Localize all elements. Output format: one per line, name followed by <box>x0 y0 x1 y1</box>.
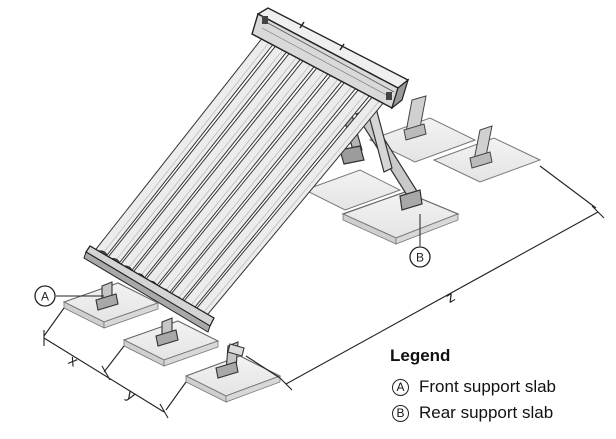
callout-a-circle <box>34 285 56 307</box>
rear-brackets <box>403 95 493 169</box>
callout-b-label: B <box>416 251 424 265</box>
legend: Legend A Front support slab B Rear suppo… <box>390 346 612 426</box>
callouts: A B <box>34 214 431 307</box>
legend-title: Legend <box>390 346 451 365</box>
tube-highlight <box>151 69 326 286</box>
tube-highlight <box>113 47 285 263</box>
collector-manifold <box>251 7 410 110</box>
collector-tubes <box>93 35 385 322</box>
legend-item-rear-support: B Rear support slab <box>390 400 612 426</box>
tube-highlight <box>138 62 312 278</box>
callout-a-label: A <box>41 290 49 304</box>
legend-item-label: Rear support slab <box>419 403 554 422</box>
legend-item-label: Front support slab <box>419 377 557 396</box>
legend-item-front-support: A Front support slab <box>390 374 612 400</box>
legend-marker-a: A <box>392 378 409 396</box>
collector-bottom-rail <box>83 245 215 333</box>
tube-highlight <box>126 55 299 271</box>
slab-rear-lower-left <box>303 169 402 211</box>
callout-b-circle <box>409 246 431 268</box>
tube-highlight <box>188 91 368 309</box>
dimension-lines <box>43 165 605 419</box>
tube-highlight <box>176 84 354 301</box>
front-brackets <box>95 281 245 379</box>
tube-highlight <box>163 77 340 293</box>
tube-highlight <box>200 99 381 316</box>
tube-highlight <box>101 40 271 256</box>
legend-marker-b: B <box>392 404 409 422</box>
dimension-x-label: x <box>65 352 81 371</box>
